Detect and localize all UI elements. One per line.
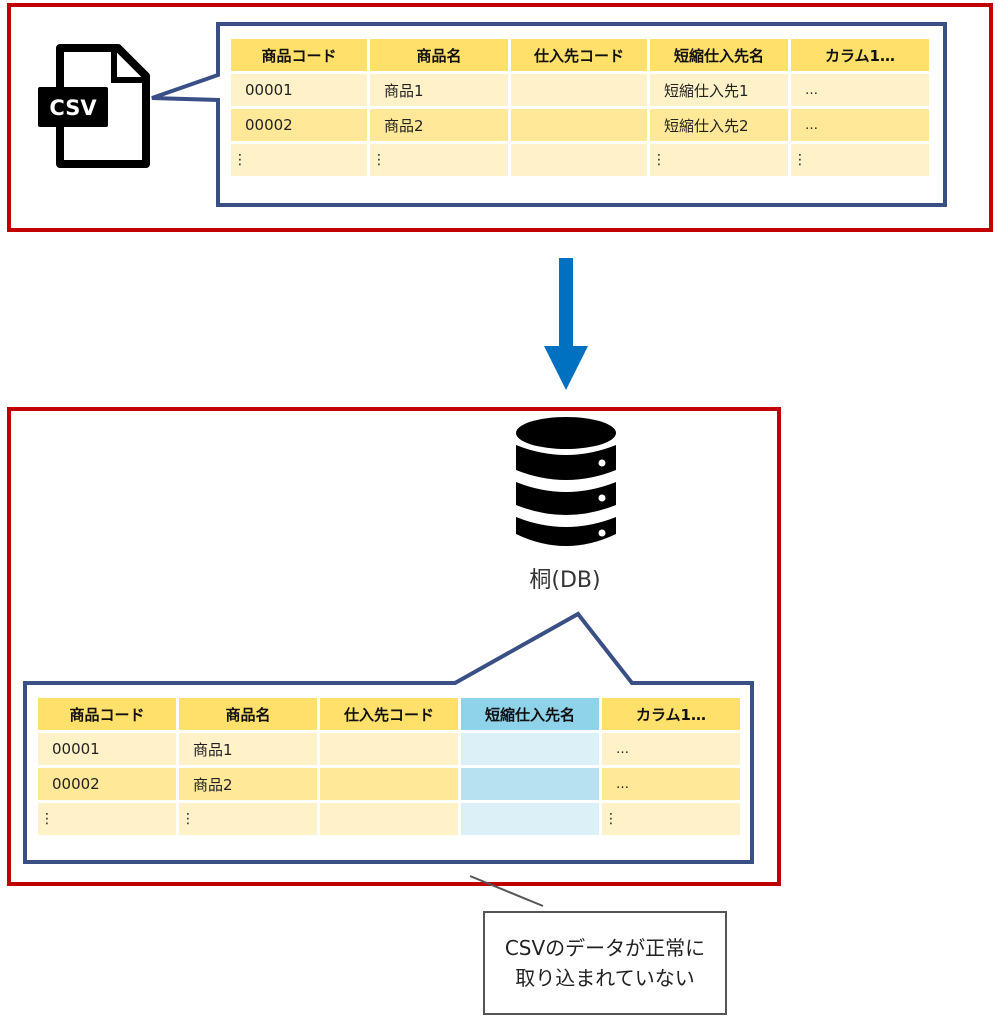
table-row: ⋮ ⋮ ⋮	[38, 803, 740, 835]
table-row: ⋮ ⋮ ⋮ ⋮	[231, 144, 929, 176]
table-cell: ⋮	[602, 803, 740, 835]
table-cell	[320, 803, 458, 835]
table-cell-empty-highlighted	[461, 768, 599, 800]
table-header-row: 商品コード 商品名 仕入先コード 短縮仕入先名 カラム1…	[38, 698, 740, 730]
table-cell: 00001	[38, 733, 176, 765]
table-cell: …	[791, 109, 929, 141]
table-cell: 商品2	[179, 768, 317, 800]
table-cell: 商品1	[179, 733, 317, 765]
col-header: 商品名	[179, 698, 317, 730]
table-cell: 商品1	[370, 74, 508, 106]
col-header: 商品名	[370, 39, 508, 71]
table-cell: …	[791, 74, 929, 106]
table-cell	[320, 733, 458, 765]
col-header: 商品コード	[38, 698, 176, 730]
note-line-1: CSVのデータが正常に	[504, 936, 706, 960]
table-cell: ⋮	[370, 144, 508, 176]
col-header: 仕入先コード	[511, 39, 647, 71]
table-cell	[511, 144, 647, 176]
arrow-down-icon	[544, 258, 588, 390]
col-header: 仕入先コード	[320, 698, 458, 730]
table-cell: 短縮仕入先2	[650, 109, 788, 141]
col-header: 商品コード	[231, 39, 367, 71]
csv-data-table: 商品コード 商品名 仕入先コード 短縮仕入先名 カラム1… 00001 商品1 …	[228, 36, 932, 179]
table-cell: 商品2	[370, 109, 508, 141]
db-data-table: 商品コード 商品名 仕入先コード 短縮仕入先名 カラム1… 00001 商品1 …	[35, 695, 743, 838]
table-row: 00002 商品2 短縮仕入先2 …	[231, 109, 929, 141]
table-cell-empty-highlighted	[461, 803, 599, 835]
note-line-2: 取り込まれていない	[515, 966, 695, 990]
table-cell: 00002	[231, 109, 367, 141]
table-cell: 00002	[38, 768, 176, 800]
table-cell: ⋮	[791, 144, 929, 176]
error-note: CSVのデータが正常に 取り込まれていない	[483, 911, 727, 1015]
db-label: 桐(DB)	[529, 568, 601, 593]
table-cell	[320, 768, 458, 800]
table-cell-empty-highlighted	[461, 733, 599, 765]
table-cell: ⋮	[231, 144, 367, 176]
table-cell: …	[602, 768, 740, 800]
table-header-row: 商品コード 商品名 仕入先コード 短縮仕入先名 カラム1…	[231, 39, 929, 71]
table-row: 00001 商品1 …	[38, 733, 740, 765]
table-cell: …	[602, 733, 740, 765]
table-cell: ⋮	[179, 803, 317, 835]
table-cell	[511, 109, 647, 141]
col-header-highlighted: 短縮仕入先名	[461, 698, 599, 730]
table-cell: 短縮仕入先1	[650, 74, 788, 106]
table-cell: ⋮	[38, 803, 176, 835]
table-row: 00001 商品1 短縮仕入先1 …	[231, 74, 929, 106]
table-cell: ⋮	[650, 144, 788, 176]
col-header: カラム1…	[791, 39, 929, 71]
table-cell: 00001	[231, 74, 367, 106]
table-cell	[511, 74, 647, 106]
table-row: 00002 商品2 …	[38, 768, 740, 800]
col-header: 短縮仕入先名	[650, 39, 788, 71]
col-header: カラム1…	[602, 698, 740, 730]
